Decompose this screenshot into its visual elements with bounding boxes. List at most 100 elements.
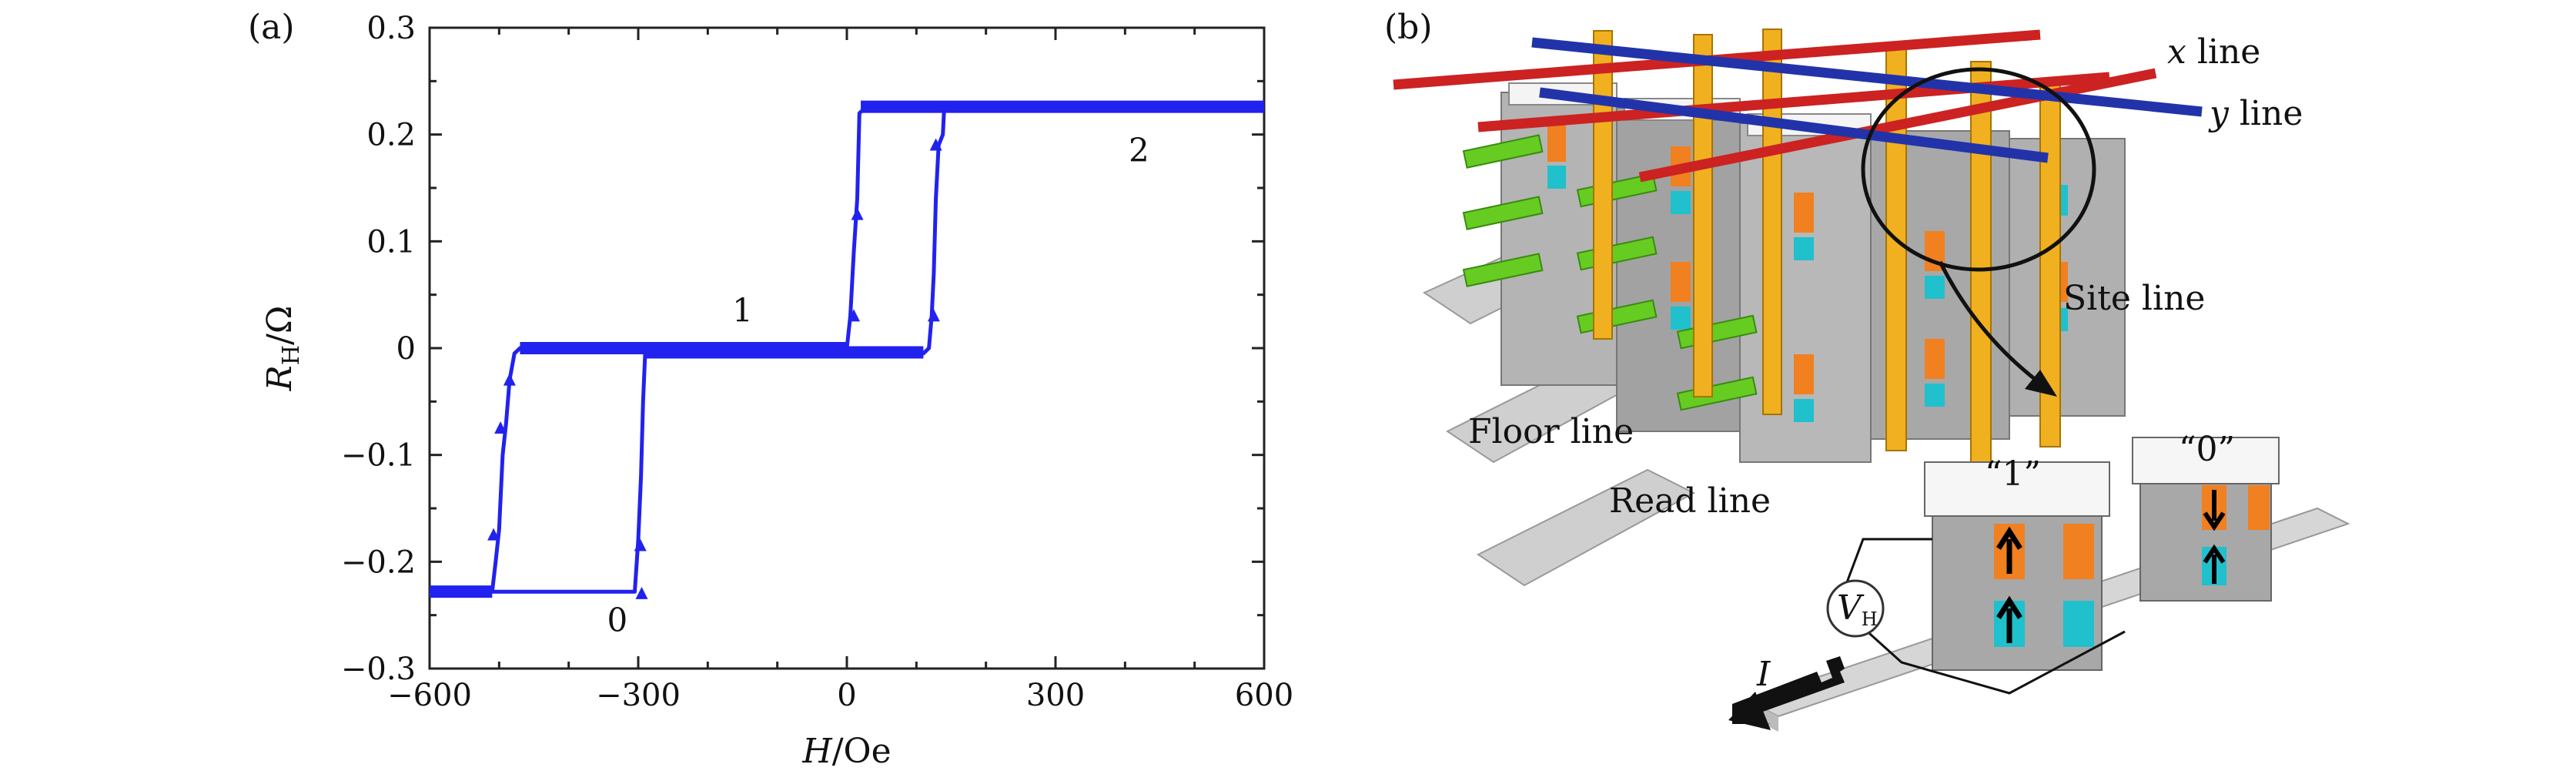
magnet-cyan [1547, 166, 1566, 189]
site-line-pillar [1593, 30, 1613, 340]
x-line-bar [1477, 72, 2110, 132]
cell-zero-orange-right [2248, 485, 2270, 530]
y-axis-title-main: R [260, 365, 299, 391]
panel-b: (b) [1384, 8, 2350, 732]
site-line-pillar [1762, 28, 1782, 415]
voltmeter-label-main: V [1837, 588, 1865, 628]
y-axis-tick-labels: −0.3 −0.2 −0.1 0 0.1 0.2 0.3 [341, 11, 416, 687]
y-tick-label: −0.2 [341, 545, 416, 580]
data-marker [927, 309, 940, 322]
x-line-bar [1638, 68, 2157, 183]
y-tick-label: 0.1 [366, 224, 416, 260]
memory-array-diagram [1393, 28, 2203, 587]
y-line-label-word: line [2229, 94, 2303, 133]
cell-one-orange-right [2063, 524, 2094, 579]
pointer-arrow [1938, 260, 2049, 391]
data-marker [503, 373, 516, 386]
magnet-cyan [1925, 276, 1945, 299]
cell-detail-diagram: VH I [1728, 437, 2350, 732]
y-axis-title-unit: /Ω [260, 306, 299, 345]
data-marker [634, 538, 647, 551]
data-marker [848, 309, 861, 322]
state-one-label: “1” [1985, 454, 2041, 494]
voltmeter-label-sub: H [1862, 608, 1878, 630]
y-tick-label: 0.2 [366, 118, 416, 153]
y-axis-ticks [430, 26, 1264, 670]
base-plate [1477, 468, 1696, 587]
current-label: I [1756, 655, 1771, 694]
x-axis-title: H/Oe [801, 732, 891, 771]
magnet-orange [1794, 354, 1814, 394]
data-marker [494, 421, 507, 434]
read-line-label: Read line [1609, 481, 1771, 521]
state-zero-label: “0” [2179, 430, 2235, 469]
magnet-cyan [1794, 399, 1814, 422]
up-arrow-icon [2203, 544, 2226, 584]
x-line-label-word: line [2186, 32, 2261, 72]
y-line-label: y line [2208, 94, 2303, 133]
x-axis-ticks [428, 28, 1266, 669]
x-tick-label: 600 [1235, 678, 1293, 713]
x-tick-label: 300 [1026, 678, 1085, 713]
y-tick-label: 0 [396, 331, 416, 367]
magnet-cyan [1671, 307, 1691, 330]
magnet-orange [1671, 262, 1691, 302]
y-line-bar [1531, 37, 2203, 117]
x-axis-title-unit: /Oe [832, 732, 892, 771]
x-tick-label: −300 [596, 678, 681, 713]
floor-line-bar [1462, 134, 1544, 169]
down-arrow-icon [2203, 490, 2226, 531]
y-tick-label: −0.3 [341, 652, 416, 687]
x-tick-label: 0 [837, 678, 856, 713]
series-group [430, 100, 1265, 598]
floor-line-label: Floor line [1468, 412, 1634, 451]
y-axis-title: RH/Ω [260, 306, 305, 392]
magnet-orange [1547, 123, 1566, 162]
panel-a: (a) −0.3 −0.2 −0.1 0 0.1 0.2 0.3 −600 −300 0 300 6… [248, 8, 1293, 771]
curve-label: 2 [1129, 131, 1149, 169]
floor-line-bar [1462, 253, 1544, 287]
x-axis-title-main: H [801, 732, 833, 771]
data-marker [929, 138, 942, 151]
y-tick-label: −0.1 [341, 438, 416, 474]
floor-line-bar [1676, 376, 1758, 411]
x-axis-tick-labels: −600 −300 0 300 600 [387, 678, 1293, 713]
y-tick-label: 0.3 [366, 11, 416, 46]
curve-label-group: 0 1 2 [607, 131, 1149, 639]
y-line-label-var: y [2208, 94, 2230, 133]
y-axis-title-sub: H [278, 345, 305, 365]
series-line-1 [430, 102, 1265, 594]
magnet-orange [1794, 193, 1814, 233]
y-lines [1531, 37, 2203, 163]
data-marker [635, 586, 648, 599]
magnet-cyan [1794, 237, 1814, 260]
x-line-label-var: x [2167, 32, 2186, 72]
marker-group [487, 138, 942, 599]
x-line-label: x line [2167, 32, 2260, 72]
panel-a-label: (a) [248, 8, 295, 47]
data-marker [487, 528, 500, 541]
y-line-bar [1539, 87, 2049, 163]
cell-one-cap [1924, 461, 2110, 517]
cell-one-cyan-right [2063, 601, 2094, 647]
magnet-orange [1925, 339, 1945, 379]
curve-label: 0 [607, 601, 628, 639]
panel-b-label: (b) [1384, 8, 1433, 47]
site-line-pillar [1693, 34, 1713, 397]
cell-zero-cap [2132, 437, 2280, 484]
voltmeter-icon [1826, 579, 1885, 638]
data-marker [851, 207, 864, 220]
x-tick-label: −600 [387, 678, 472, 713]
current-arrow-head [1728, 692, 1771, 730]
floor-line-bar [1462, 196, 1544, 230]
pointer-arrowhead [2025, 370, 2057, 397]
voltage-circuit-wire [1838, 538, 2126, 695]
curve-label: 1 [732, 291, 753, 329]
highlight-circle [1861, 67, 2096, 272]
magnet-cyan [1671, 191, 1691, 214]
up-arrow-icon [1996, 526, 2022, 574]
site-line-label: Site line [2063, 279, 2205, 318]
magnet-cyan [1925, 384, 1945, 407]
up-arrow-icon [1996, 595, 2022, 643]
